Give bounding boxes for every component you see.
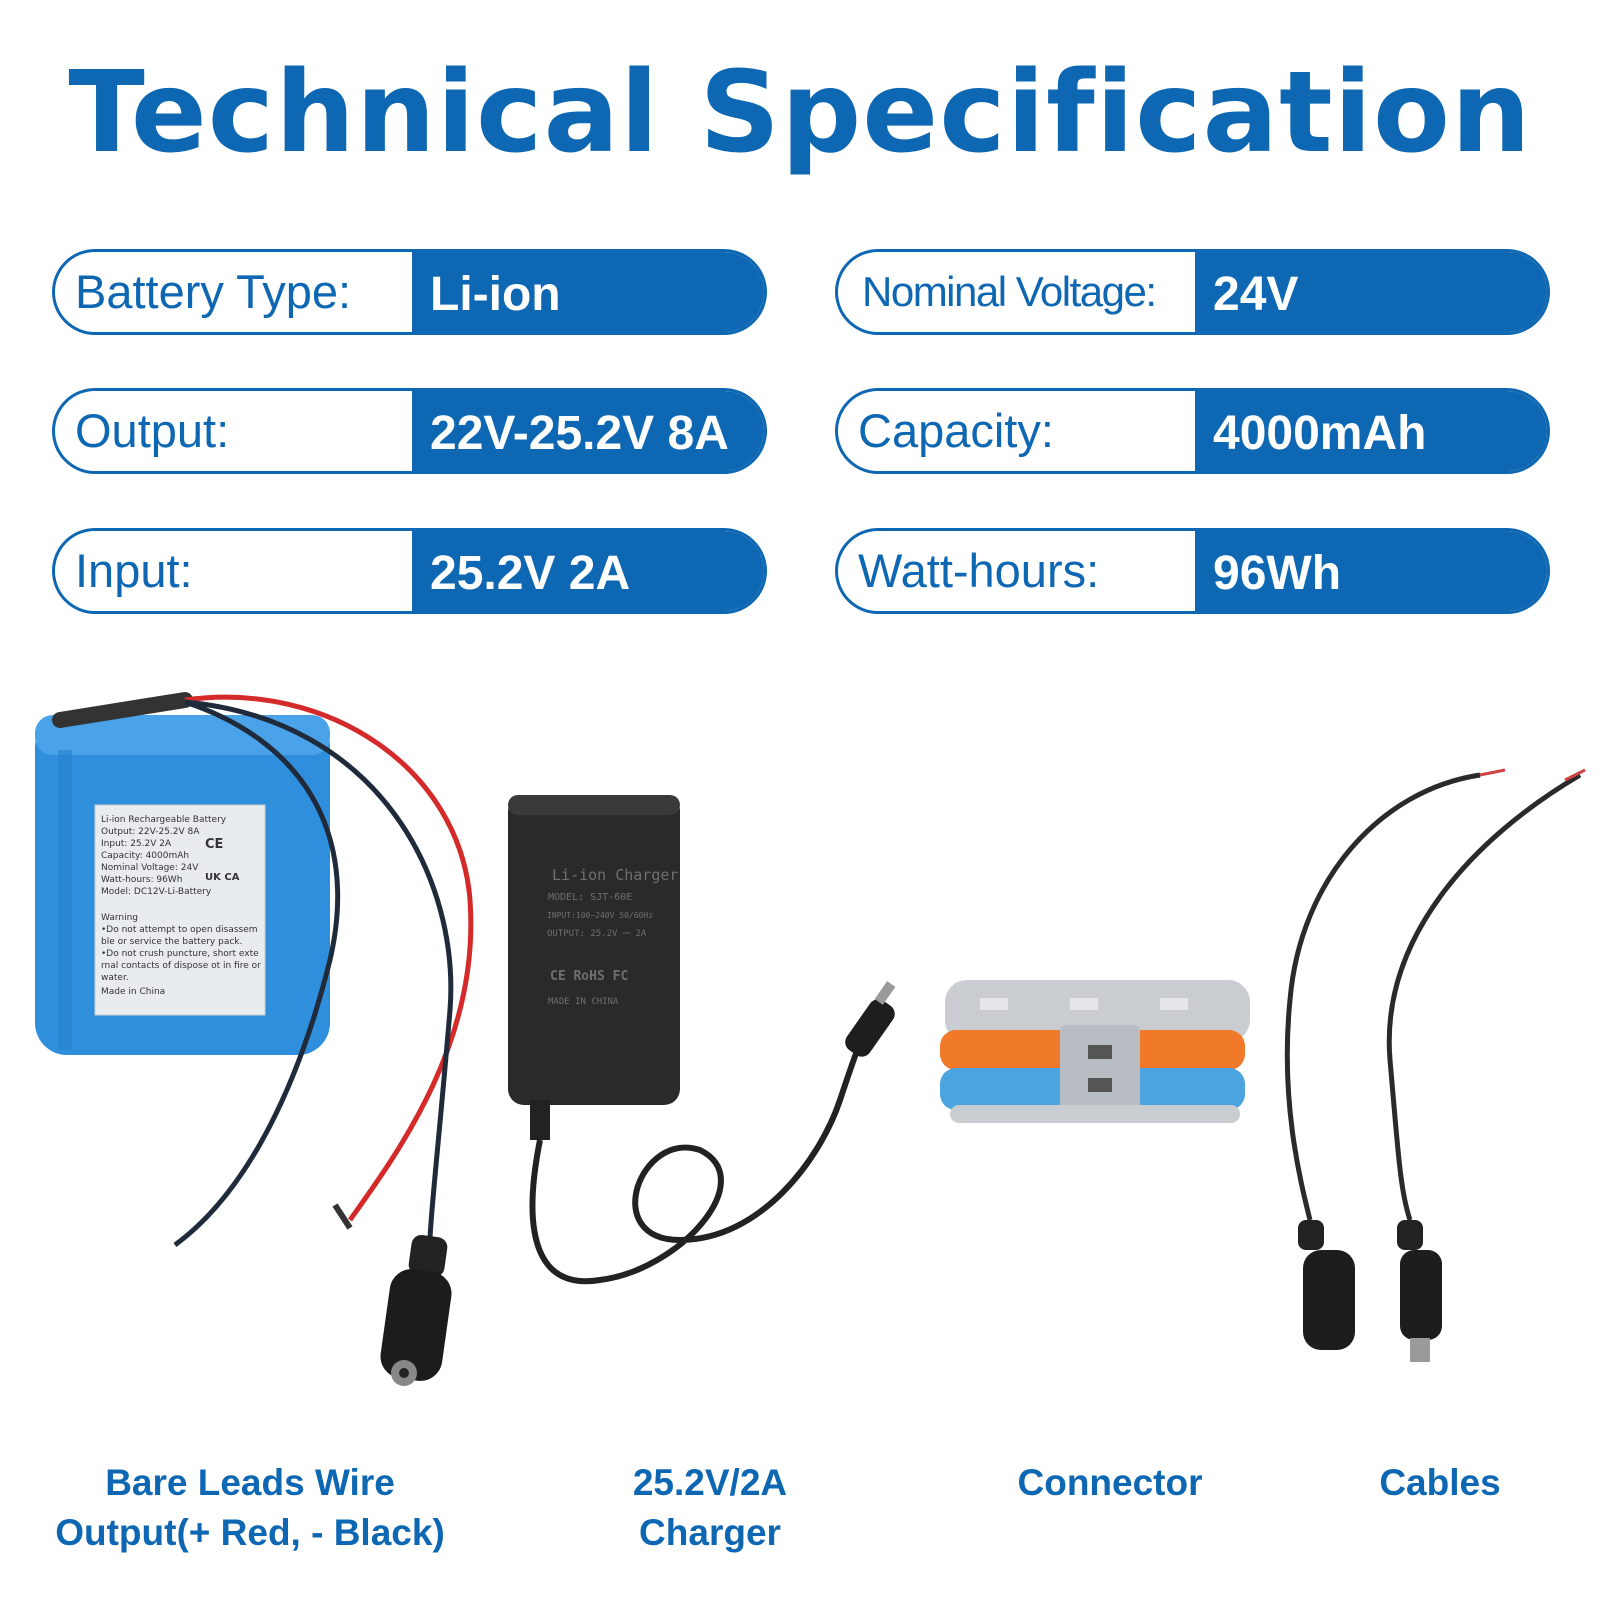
spec-label: Input: bbox=[75, 544, 193, 597]
caption-line: 25.2V/2A bbox=[632, 1462, 788, 1503]
caption-cables: Cables bbox=[1320, 1458, 1560, 1508]
spec-label: Watt-hours: bbox=[858, 544, 1100, 597]
caption-line: Cables bbox=[1379, 1462, 1501, 1503]
battery-label-line: Watt-hours: 96Wh bbox=[101, 875, 182, 885]
battery-label-line: Li-ion Rechargeable Battery bbox=[101, 815, 227, 825]
battery-warning-line: rnal contacts of dispose ot in fire or bbox=[101, 961, 261, 971]
spec-value: Li-ion bbox=[412, 252, 764, 332]
battery-label-line: Nominal Voltage: 24V bbox=[101, 863, 199, 873]
spec-value: 22V-25.2V 8A bbox=[412, 391, 764, 471]
battery-label-line: Input: 25.2V 2A bbox=[101, 839, 172, 849]
product-illustration: Li-ion Rechargeable Battery Output: 22V-… bbox=[35, 692, 1586, 1386]
caption-charger: 25.2V/2A Charger bbox=[580, 1458, 840, 1558]
battery-pack-image: Li-ion Rechargeable Battery Output: 22V-… bbox=[35, 692, 474, 1386]
spec-label: Battery Type: bbox=[75, 265, 352, 318]
spec-value: 4000mAh bbox=[1195, 391, 1547, 471]
page-title: Technical Specification bbox=[68, 48, 1532, 178]
charger-label-line: MODEL: SJT-60E bbox=[548, 892, 632, 903]
battery-warning-line: water. bbox=[101, 973, 129, 983]
spec-label: Output: bbox=[75, 404, 230, 457]
spec-output: Output: 22V-25.2V 8A bbox=[52, 388, 767, 474]
battery-warning-line: •Do not crush puncture, short exte bbox=[101, 949, 259, 959]
spec-value: 24V bbox=[1195, 252, 1547, 332]
ukca-mark-icon: UK CA bbox=[205, 872, 240, 883]
ce-mark-icon: CE bbox=[205, 837, 223, 852]
spec-watt-hours: Watt-hours: 96Wh bbox=[835, 528, 1550, 614]
charger-image: Li-ion Charger MODEL: SJT-60E INPUT:100~… bbox=[508, 795, 896, 1285]
battery-warning-line: Made in China bbox=[101, 987, 165, 997]
spec-capacity: Capacity: 4000mAh bbox=[835, 388, 1550, 474]
spec-label: Nominal Voltage: bbox=[862, 268, 1157, 315]
spec-value: 25.2V 2A bbox=[412, 531, 764, 611]
battery-warning-line: •Do not attempt to open disassem bbox=[101, 925, 258, 935]
spec-value: 96Wh bbox=[1195, 531, 1547, 611]
caption-connector: Connector bbox=[980, 1458, 1240, 1508]
charger-label-line: MADE IN CHINA bbox=[548, 997, 619, 1007]
spec-input: Input: 25.2V 2A bbox=[52, 528, 767, 614]
caption-line: Charger bbox=[639, 1512, 781, 1553]
battery-label-line: Output: 22V-25.2V 8A bbox=[101, 827, 200, 837]
caption-line: Output(+ Red, - Black) bbox=[55, 1512, 445, 1553]
spec-nominal-voltage: Nominal Voltage: 24V bbox=[835, 249, 1550, 335]
charger-label-line: CE RoHS FC bbox=[550, 969, 628, 984]
battery-warning-line: ble or service the battery pack. bbox=[101, 937, 242, 947]
battery-label-line: Model: DC12V-Li-Battery bbox=[101, 887, 212, 897]
charger-label-line: OUTPUT: 25.2V ⎓ 2A bbox=[547, 929, 647, 939]
charger-label-line: Li-ion Charger bbox=[552, 866, 678, 884]
caption-line: Connector bbox=[1017, 1462, 1203, 1503]
charger-label-line: INPUT:100~240V 50/60Hz bbox=[547, 911, 653, 920]
cables-image bbox=[1284, 768, 1586, 1362]
battery-label-line: Capacity: 4000mAh bbox=[101, 851, 189, 861]
spec-label: Capacity: bbox=[858, 404, 1054, 457]
caption-line: Bare Leads Wire bbox=[105, 1462, 395, 1503]
caption-battery: Bare Leads Wire Output(+ Red, - Black) bbox=[15, 1458, 485, 1558]
spec-battery-type: Battery Type: Li-ion bbox=[52, 249, 767, 335]
connector-image bbox=[940, 980, 1250, 1123]
battery-warning-line: Warning bbox=[101, 913, 138, 923]
